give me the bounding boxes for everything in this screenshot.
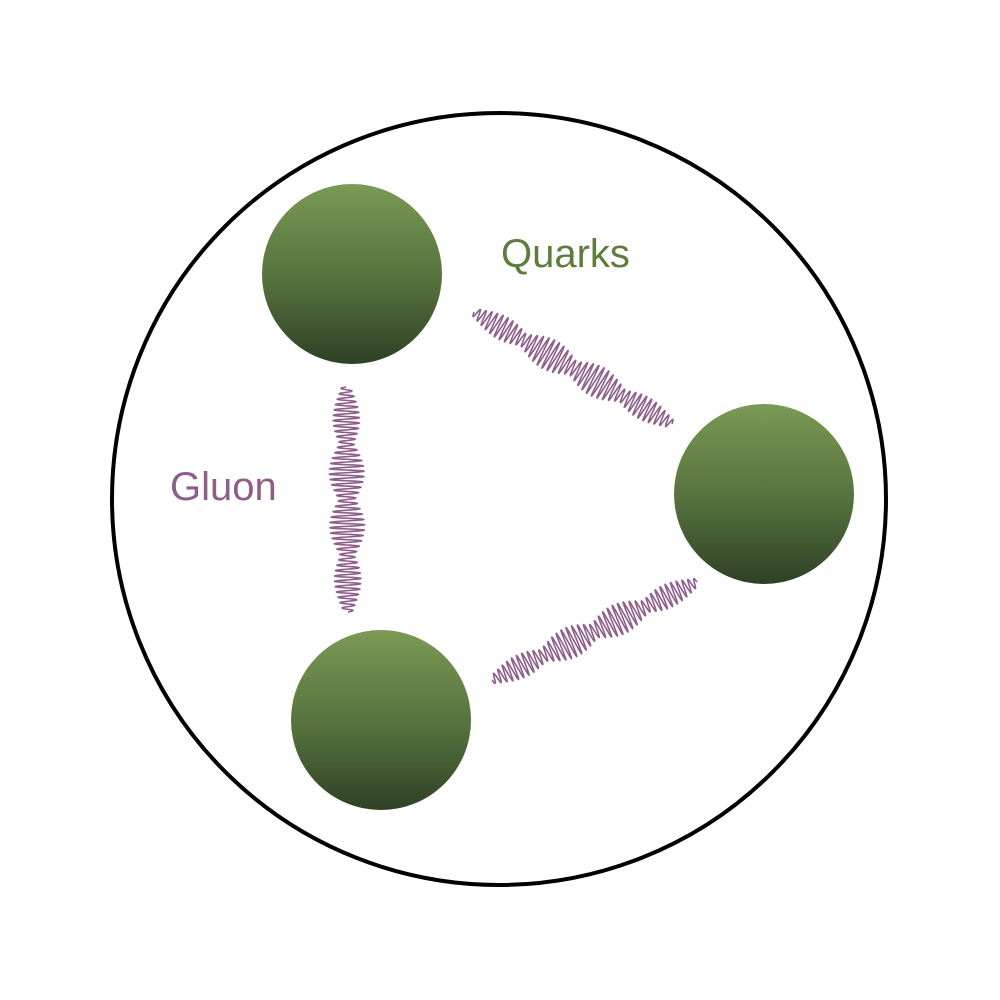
- gluon-label: Gluon: [170, 465, 277, 509]
- quark-bottom-left: [291, 630, 471, 810]
- gluon-top-right: [472, 308, 674, 428]
- quarks-label: Quarks: [501, 232, 630, 276]
- hadron-boundary: [110, 111, 888, 887]
- quark-top-left: [262, 184, 442, 364]
- gluon-group: [328, 308, 698, 685]
- quark-right: [674, 404, 854, 584]
- gluon-bottom-right: [491, 577, 698, 685]
- gluon-left: [328, 386, 366, 613]
